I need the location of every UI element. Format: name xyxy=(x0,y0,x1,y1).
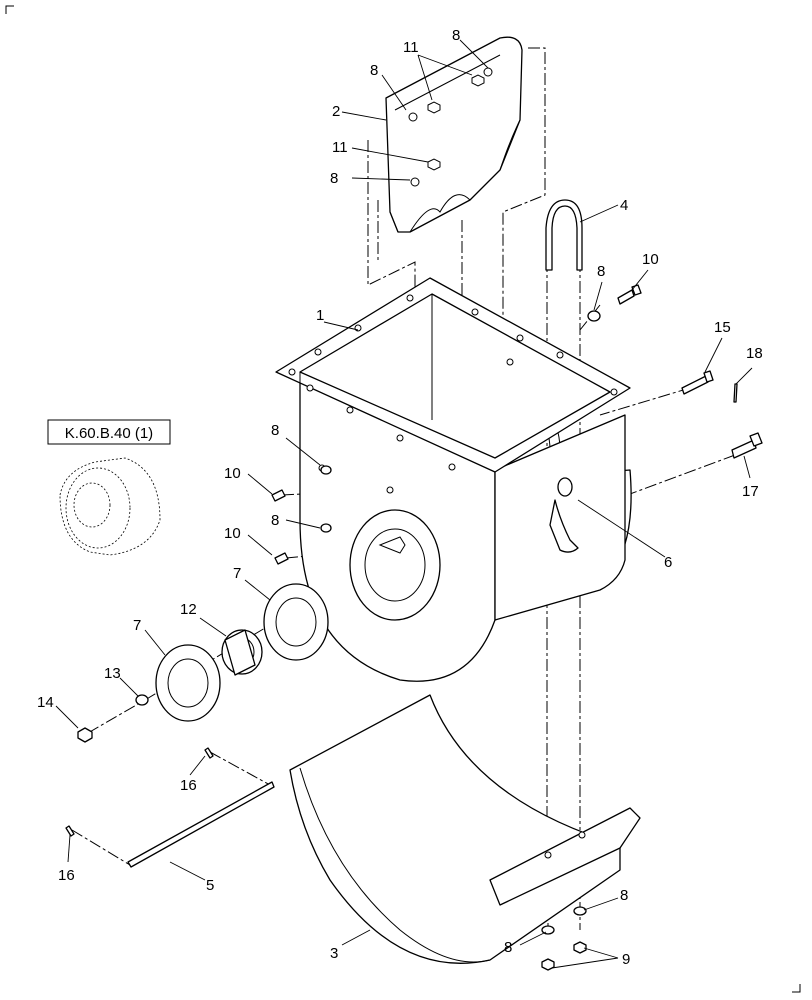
callout-13: 13 xyxy=(104,665,121,682)
callout-8-side-lower: 8 xyxy=(271,512,279,529)
callout-17: 17 xyxy=(742,483,759,500)
callout-10-upper: 10 xyxy=(224,465,241,482)
rod xyxy=(127,781,275,868)
u-bolt xyxy=(545,199,583,271)
bracket-plate xyxy=(385,36,523,233)
callout-16-upper: 16 xyxy=(180,777,197,794)
callout-3: 3 xyxy=(330,945,338,962)
callout-11-mid: 11 xyxy=(332,139,348,156)
callout-16-lower: 16 xyxy=(58,867,75,884)
latch xyxy=(549,499,579,553)
main-housing xyxy=(275,277,632,682)
callout-7-inner: 7 xyxy=(233,565,241,582)
reference-box xyxy=(47,419,171,445)
callout-11-top: 11 xyxy=(403,39,419,56)
leader-lines xyxy=(55,39,753,969)
callout-8-bottom-right: 8 xyxy=(620,887,628,904)
callout-18: 18 xyxy=(746,345,763,362)
callout-8-side-upper: 8 xyxy=(271,422,279,439)
callout-15: 15 xyxy=(714,319,731,336)
fasteners xyxy=(65,284,763,971)
callout-9: 9 xyxy=(622,951,630,968)
callout-2: 2 xyxy=(332,103,340,120)
callout-8-bottom-left: 8 xyxy=(504,939,512,956)
reference-hub xyxy=(59,457,161,556)
crop-mark-bottom-right xyxy=(792,984,801,993)
callout-6: 6 xyxy=(664,554,672,571)
callout-4: 4 xyxy=(620,197,628,214)
callout-10-lower: 10 xyxy=(224,525,241,542)
bearing-stack xyxy=(77,583,329,743)
reference-box-label: K.60.B.40 (1) xyxy=(65,425,153,442)
callout-1: 1 xyxy=(316,307,324,324)
callout-5: 5 xyxy=(206,877,214,894)
callout-12: 12 xyxy=(180,601,197,618)
crop-mark-top-left xyxy=(5,5,14,14)
callout-8-top: 8 xyxy=(452,27,460,44)
callout-7-outer: 7 xyxy=(133,617,141,634)
callout-10-right: 10 xyxy=(642,251,659,268)
callout-14: 14 xyxy=(37,694,54,711)
trough xyxy=(289,694,641,964)
callout-8-upper: 8 xyxy=(370,62,378,79)
callout-8-mid: 8 xyxy=(330,170,338,187)
callout-8-ubolt: 8 xyxy=(597,263,605,280)
callout-labels: 1 2 3 4 5 6 7 7 8 8 8 8 8 8 8 8 9 10 10 … xyxy=(37,27,763,968)
